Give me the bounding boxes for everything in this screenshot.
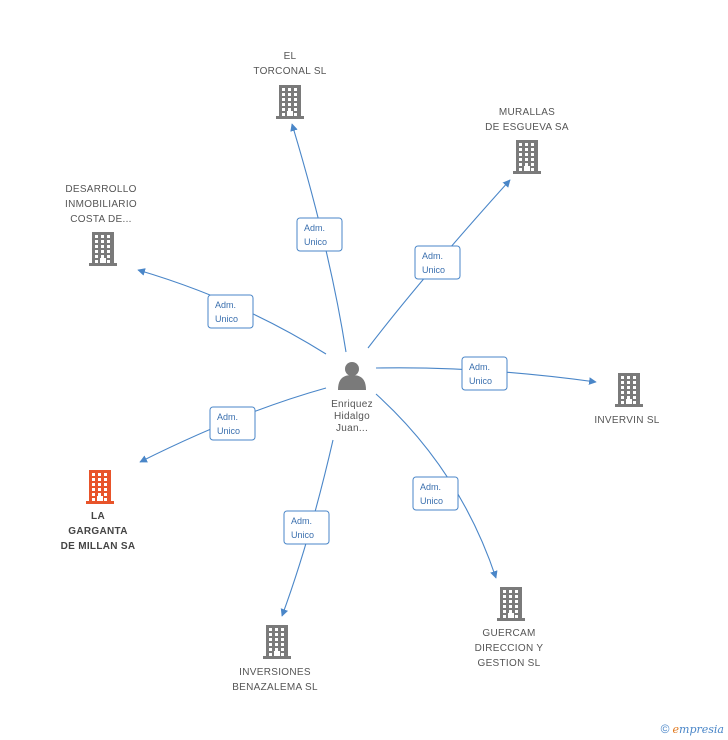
node-label-line-1: INVERSIONES bbox=[239, 667, 311, 678]
edge-label-line-1: Adm. bbox=[420, 482, 441, 492]
edge-label-line-2: Unico bbox=[291, 530, 314, 540]
node-label-line-2: DIRECCION Y bbox=[475, 643, 544, 654]
edge-label-desarrollo[interactable]: Adm. Unico bbox=[207, 294, 254, 329]
edge-label-line-1: Adm. bbox=[469, 362, 490, 372]
building-icon bbox=[615, 373, 643, 407]
node-label-line-2: GARGANTA bbox=[68, 526, 127, 537]
center-label-line-3: Juan... bbox=[336, 423, 368, 434]
edge-label-line-1: Adm. bbox=[422, 251, 443, 261]
brand-logo[interactable]: empresia bbox=[672, 722, 724, 736]
node-label-line-1: DESARROLLO bbox=[65, 184, 136, 195]
edge-label-line-1: Adm. bbox=[215, 300, 236, 310]
building-icon bbox=[513, 140, 541, 174]
person-icon bbox=[338, 362, 366, 390]
building-icon bbox=[263, 625, 291, 659]
node-label-line-3: GESTION SL bbox=[477, 658, 540, 669]
node-label-line-3: DE MILLAN SA bbox=[61, 541, 136, 552]
edge-label-invervin[interactable]: Adm. Unico bbox=[461, 356, 508, 391]
node-label-line-2: TORCONAL SL bbox=[253, 66, 326, 77]
node-label-line-1: LA bbox=[91, 511, 105, 522]
node-label-line-2: DE ESGUEVA SA bbox=[485, 122, 569, 133]
building-icon bbox=[86, 470, 114, 504]
node-label-line-2: BENAZALEMA SL bbox=[232, 682, 318, 693]
node-label-line-1: INVERVIN SL bbox=[594, 415, 659, 426]
company-node-benazalema[interactable]: INVERSIONES BENAZALEMA SL bbox=[232, 625, 318, 693]
edge-label-murallas[interactable]: Adm. Unico bbox=[414, 245, 461, 280]
node-label-line-1: GUERCAM bbox=[482, 628, 535, 639]
edge-label-garganta[interactable]: Adm. Unico bbox=[209, 406, 256, 441]
edge-label-line-1: Adm. bbox=[217, 412, 238, 422]
center-label-line-2: Hidalgo bbox=[334, 411, 370, 422]
company-node-guercam[interactable]: GUERCAM DIRECCION Y GESTION SL bbox=[475, 587, 544, 669]
edge-label-line-2: Unico bbox=[469, 376, 492, 386]
edge-label-line-1: Adm. bbox=[291, 516, 312, 526]
edge-label-guercam[interactable]: Adm. Unico bbox=[412, 476, 459, 511]
company-node-murallas[interactable]: MURALLAS DE ESGUEVA SA bbox=[485, 107, 569, 174]
edge-label-torconal[interactable]: Adm. Unico bbox=[296, 217, 343, 252]
center-person[interactable]: Enriquez Hidalgo Juan... bbox=[331, 362, 373, 434]
node-label-line-1: EL bbox=[284, 51, 297, 62]
copyright-icon: © bbox=[660, 722, 670, 736]
company-node-desarrollo[interactable]: DESARROLLO INMOBILIARIO COSTA DE... bbox=[65, 184, 137, 266]
edge-label-line-2: Unico bbox=[304, 237, 327, 247]
node-label-line-2: INMOBILIARIO bbox=[65, 199, 137, 210]
edge-label-benazalema[interactable]: Adm. Unico bbox=[283, 510, 330, 545]
edge-label-line-2: Unico bbox=[420, 496, 443, 506]
company-node-invervin[interactable]: INVERVIN SL bbox=[594, 373, 660, 426]
center-label-line-1: Enriquez bbox=[331, 399, 373, 410]
node-label-line-1: MURALLAS bbox=[499, 107, 555, 118]
edge-label-line-1: Adm. bbox=[304, 223, 325, 233]
building-icon bbox=[276, 85, 304, 119]
edge-label-line-2: Unico bbox=[217, 426, 240, 436]
edge-label-line-2: Unico bbox=[422, 265, 445, 275]
node-label-line-3: COSTA DE... bbox=[70, 214, 131, 225]
footer-brand: © empresia bbox=[661, 722, 724, 736]
building-icon bbox=[89, 232, 117, 266]
company-node-torconal[interactable]: EL TORCONAL SL bbox=[253, 51, 326, 119]
company-node-garganta[interactable]: LA GARGANTA DE MILLAN SA bbox=[61, 470, 136, 552]
building-icon bbox=[497, 587, 525, 621]
edge-label-line-2: Unico bbox=[215, 314, 238, 324]
